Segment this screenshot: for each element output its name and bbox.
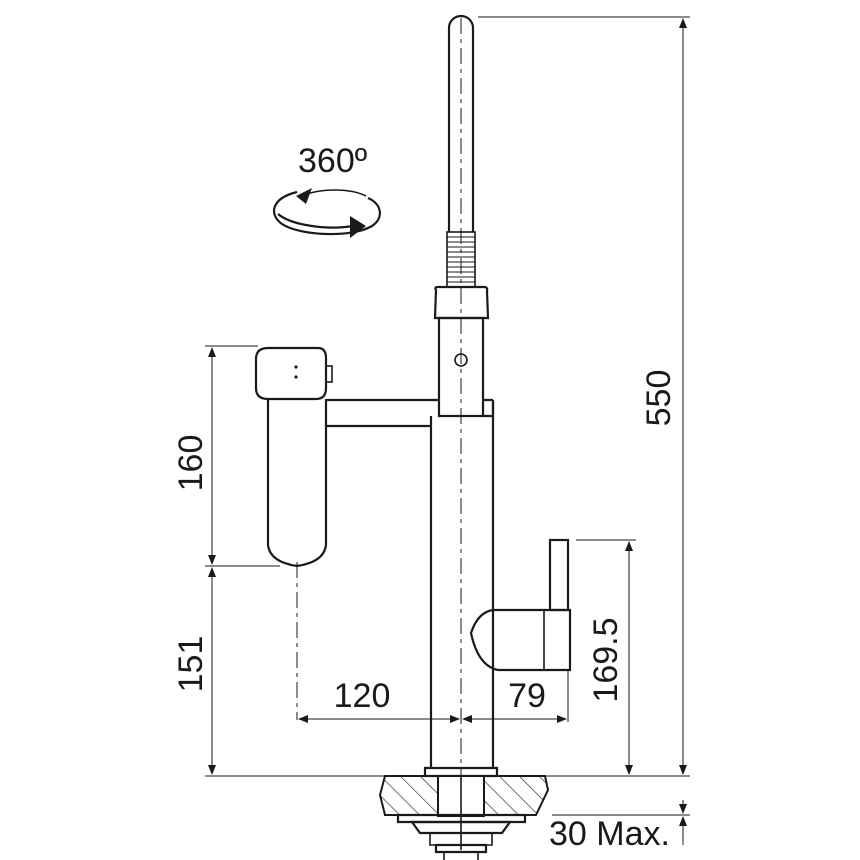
dim-spout-reach: 120 bbox=[334, 677, 391, 715]
dim-handle-offset: 79 bbox=[508, 677, 546, 715]
extension-lines bbox=[205, 16, 690, 816]
rotation-label: 360º bbox=[298, 142, 367, 180]
dimension-lines bbox=[208, 18, 687, 845]
dim-head-height: 160 bbox=[172, 435, 210, 492]
faucet-outline bbox=[254, 14, 572, 778]
dim-deck-thickness: 30 Max. bbox=[549, 815, 670, 853]
rotation-360-icon bbox=[272, 188, 381, 238]
dim-spout-clearance: 151 bbox=[172, 636, 210, 693]
deck-section bbox=[378, 775, 550, 860]
dim-handle-height: 169.5 bbox=[587, 617, 625, 702]
center-lines bbox=[296, 18, 462, 850]
dim-total-height: 550 bbox=[640, 370, 678, 427]
